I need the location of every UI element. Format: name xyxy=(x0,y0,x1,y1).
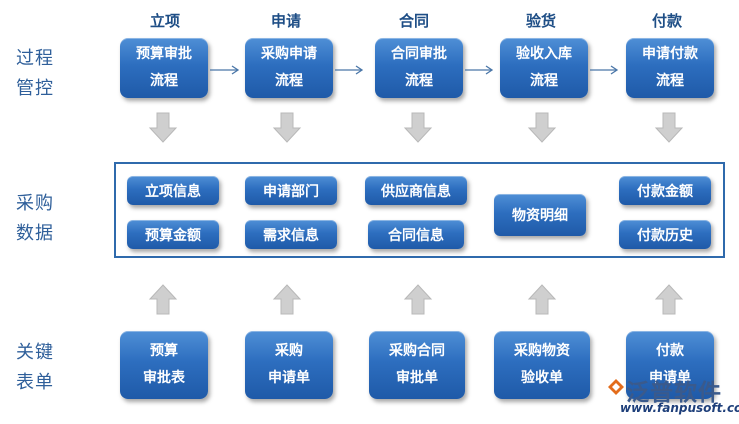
process-step-contract-approval[interactable]: 合同审批 流程 xyxy=(375,38,463,98)
row-label-process: 过程 管控 xyxy=(16,48,54,99)
form-purchase-request[interactable]: 采购 申请单 xyxy=(245,331,333,399)
up-arrow-5 xyxy=(654,284,684,315)
up-arrow-3 xyxy=(403,284,433,315)
data-item-payment-amount[interactable]: 付款金额 xyxy=(619,176,711,205)
down-arrow-3 xyxy=(403,112,433,143)
down-arrow-4 xyxy=(527,112,557,143)
stage-header-yanhuo: 验货 xyxy=(525,12,556,30)
stage-header-shenqing: 申请 xyxy=(270,12,301,30)
data-item-supplier-info[interactable]: 供应商信息 xyxy=(365,176,467,205)
fanpu-logo-icon xyxy=(608,379,624,395)
process-step-budget-approval[interactable]: 预算审批 流程 xyxy=(120,38,208,98)
row-label-data: 采购 数据 xyxy=(16,193,54,244)
form-purchase-contract-approval[interactable]: 采购合同 审批单 xyxy=(369,331,465,399)
up-arrow-1 xyxy=(148,284,178,315)
data-item-material-detail[interactable]: 物资明细 xyxy=(494,194,586,236)
connector-arrowhead-2 xyxy=(355,65,364,75)
connector-arrowhead-3 xyxy=(485,65,494,75)
data-item-contract-info[interactable]: 合同信息 xyxy=(368,220,464,249)
watermark-url: www.fanpusoft.com xyxy=(620,401,739,415)
form-material-acceptance[interactable]: 采购物资 验收单 xyxy=(494,331,590,399)
data-item-demand-info[interactable]: 需求信息 xyxy=(245,220,337,249)
up-arrow-4 xyxy=(527,284,557,315)
data-item-budget-amount[interactable]: 预算金额 xyxy=(127,220,219,249)
data-item-project-info[interactable]: 立项信息 xyxy=(127,176,219,205)
watermark-brand-text: 泛普软件 xyxy=(626,380,722,406)
row-label-forms: 关键 表单 xyxy=(16,342,54,393)
down-arrow-2 xyxy=(272,112,302,143)
process-step-inspection-warehousing[interactable]: 验收入库 流程 xyxy=(500,38,588,98)
data-item-payment-history[interactable]: 付款历史 xyxy=(619,220,711,249)
up-arrow-2 xyxy=(272,284,302,315)
process-step-payment-request[interactable]: 申请付款 流程 xyxy=(626,38,714,98)
stage-header-lixiang: 立项 xyxy=(149,12,180,30)
process-step-purchase-request[interactable]: 采购申请 流程 xyxy=(245,38,333,98)
stage-header-fukuan: 付款 xyxy=(651,12,682,30)
data-item-request-department[interactable]: 申请部门 xyxy=(245,176,337,205)
form-budget-approval[interactable]: 预算 审批表 xyxy=(120,331,208,399)
connector-arrowhead-4 xyxy=(610,65,619,75)
down-arrow-1 xyxy=(148,112,178,143)
down-arrow-5 xyxy=(654,112,684,143)
connector-arrowhead-1 xyxy=(231,65,240,75)
stage-header-hetong: 合同 xyxy=(398,12,429,30)
form-payment-request[interactable]: 付款 申请单 xyxy=(626,331,714,399)
